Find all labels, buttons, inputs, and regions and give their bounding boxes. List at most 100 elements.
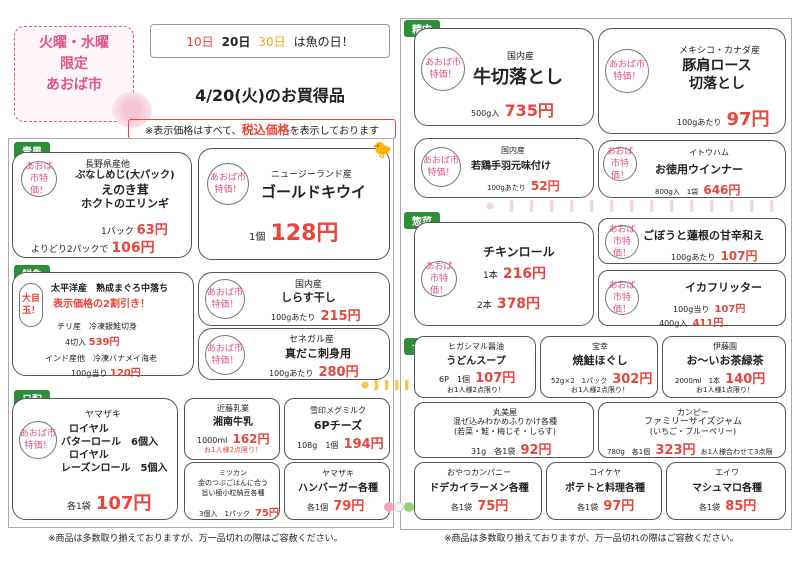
qty: 2本 [477, 301, 492, 311]
qty-row: 100gあたり 280円 [269, 361, 359, 380]
price: 52円 [530, 179, 560, 193]
maker: おやつカンパニー [447, 468, 511, 477]
qty: 100gあたり [677, 118, 722, 127]
bulk-price: 106円 [111, 240, 155, 256]
item-name: ドデカイラーメン各種 [429, 483, 529, 494]
fish-day-suffix: は魚の日！ [293, 34, 354, 49]
qty: 1パック [101, 227, 134, 237]
qty: 31g 各1袋 [471, 447, 516, 456]
qty: 4切入 [65, 338, 87, 347]
maker: コイケヤ [589, 468, 621, 477]
meat-item-3: あおば市特価！ 国内産 若鶏手羽元味付け 100gあたり 52円 [414, 138, 594, 198]
item-name: マシュマロ各種 [692, 483, 762, 494]
price: 323円 [655, 443, 696, 458]
sub1-name: チリ産 冷凍銀鮭切身 [57, 322, 137, 331]
origin: 国内産 [501, 146, 525, 155]
qty-row: 100gあたり 52円 [487, 175, 560, 194]
deli-item-3: あおば市特価！ イカフリッター 100g当り 107円 400g入 411円 [598, 270, 786, 329]
qty-row: 108g 1個 194円 [297, 433, 384, 452]
price: 75円 [255, 508, 279, 519]
bulk-row: よりどり2パックで 106円 [31, 237, 155, 257]
item-name: ロイヤル バターロール 6個入 ロイヤル レーズンロール 5個入 [61, 423, 167, 475]
origin: メキシコ・カナダ産 [679, 46, 761, 56]
origin: セネガル産 [289, 335, 335, 345]
qty: 2000ml 1本 [675, 377, 721, 385]
maker: 宝幸 [592, 342, 608, 351]
price: 302円 [612, 372, 653, 387]
item-name-line3: ロイヤル [69, 450, 109, 461]
qty-row: 52g×2 1パック 302円 [551, 368, 652, 387]
price: 63円 [136, 223, 168, 238]
item-name-line2: (いちご・ブルーベリー) [649, 427, 737, 436]
market-line3: あおば市 [46, 77, 102, 93]
maker: イトウハム [689, 148, 729, 157]
bird-decoration: 🐤 [372, 140, 392, 159]
qty: 各1袋 [699, 503, 721, 512]
item-name-line4: レーズンロール 5個入 [61, 463, 168, 474]
left-frame [8, 138, 394, 528]
maker: ヒガシマル醤油 [448, 342, 504, 351]
qty: 500g入 [471, 109, 500, 118]
grocery-item-7: コイケヤ ポテトと料理各種 各1袋 97円 [546, 462, 662, 520]
limit: お1人様2点限り！ [447, 386, 505, 394]
deli-item-2: あおば市特価！ ごぼうと蓮根の甘辛和え 100gあたり 107円 [598, 218, 786, 264]
qty-row: 1個 128円 [249, 215, 338, 247]
item-name: 6Pチーズ [313, 419, 363, 432]
item-name: うどんスープ [446, 356, 506, 367]
item-name: ファミリーサイズジャム (いちご・ブルーベリー) [599, 417, 787, 437]
item-name: 金のつぶごはんに合う 旨い極小粒納豆各種 [185, 478, 281, 498]
meat-item-4: あおば市特価！ イトウハム お徳用ウインナー 800g入 1袋 646円 [598, 140, 786, 198]
market-line2: 限定 [60, 56, 88, 72]
sub2-name: インド産他 冷凍バナメイ海老 [45, 354, 157, 363]
maker: 雪印メグミルク [310, 406, 366, 415]
qty: 1個 [249, 232, 266, 243]
qty-row: 各1袋 75円 [451, 495, 508, 514]
tax-notice-em: 税込価格 [241, 122, 290, 137]
fish-day-30: 30日 [258, 34, 286, 49]
special-badge: あおば市特価！ [21, 161, 57, 197]
price: 280円 [318, 365, 359, 380]
item-name: お～いお茶緑茶 [686, 354, 764, 367]
item-name-line2: 旨い極小粒納豆各種 [201, 489, 265, 497]
item-name-line1: 豚肩ロース [682, 58, 752, 74]
qty: 100gあたり [671, 253, 716, 262]
special-badge: あおば市特価！ [19, 421, 57, 459]
qty: 3個入 1パック [199, 510, 250, 518]
special-badge: あおば市特価！ [205, 335, 245, 375]
qty-row-2: 2本 378円 [477, 293, 540, 313]
qty-row: 31g 各1袋 92円 [471, 439, 552, 458]
qty-row: 3個入 1パック 75円 [199, 501, 279, 520]
price: 107円 [95, 493, 152, 514]
qty-row: 各1袋 97円 [577, 495, 634, 514]
price: 107円 [475, 371, 516, 386]
origin: 国内産 [507, 52, 535, 62]
fish-item-1: 大目玉！ 太平洋産 熟成まぐろ中落ち 表示価格の2割引き！ チリ産 冷凍銀鮭切身… [12, 272, 194, 379]
qty: 各1袋 [577, 503, 599, 512]
price: 107円 [714, 304, 746, 315]
item-name: ポテトと料理各種 [565, 483, 645, 494]
item-name: チキンロール [483, 245, 555, 259]
grocery-item-5: カンピー ファミリーサイズジャム (いちご・ブルーベリー) 780g 各1個 3… [598, 402, 787, 475]
qty: 100gあたり [269, 369, 314, 378]
qty: 400g入 [659, 319, 688, 328]
fish-item-2: あおば市特価！ 国内産 しらす干し 100gあたり 215円 [198, 272, 390, 326]
item-name: お徳用ウインナー [655, 163, 743, 176]
limit: お1人様1点限り！ [696, 386, 754, 394]
bakery-item-1: あおば市特価！ ヤマザキ ロイヤル バターロール 6個入 ロイヤル レーズンロー… [12, 398, 178, 520]
maker: 近藤乳業 [217, 404, 249, 413]
fish-day-box: 10日 20日 30日 は魚の日！ [150, 24, 390, 58]
qty: 1000ml [197, 436, 228, 445]
item-name-line2: えのき茸 [101, 183, 149, 197]
market-line1: 火曜・水曜 [39, 35, 109, 51]
price: 194円 [343, 437, 384, 452]
item-name: 真だこ刺身用 [285, 347, 351, 360]
qty-row: 1パック 63円 [101, 219, 168, 238]
price: 85円 [725, 499, 757, 514]
price: 79円 [333, 499, 365, 514]
price: 646円 [703, 183, 741, 197]
item-name-line1: ロイヤル [69, 424, 109, 435]
item-name-line1: ファミリーサイズジャム [643, 417, 743, 427]
meat-item-1: あおば市特価！ 国内産 牛切落とし 500g入 735円 [414, 28, 594, 126]
item-name: ゴールドキウイ [261, 183, 367, 201]
price: 216円 [502, 266, 547, 282]
